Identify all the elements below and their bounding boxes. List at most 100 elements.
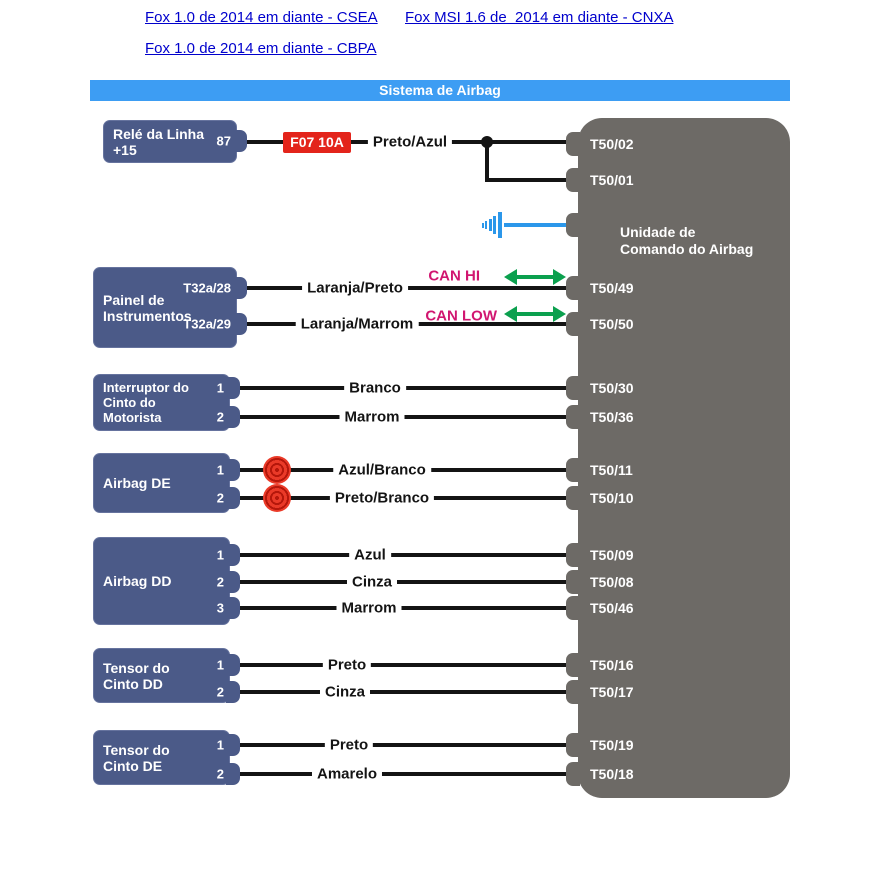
terminal-t50-19: T50/19 <box>590 737 634 753</box>
link-fox-cbpa[interactable]: Fox 1.0 de 2014 em diante - CBPA <box>145 40 377 57</box>
terminal-t50-16: T50/16 <box>590 657 634 673</box>
wire-label-preto-3: Preto <box>324 736 374 754</box>
instrument-panel-box: Painel de Instrumentos <box>93 267 237 348</box>
squib-icon-2 <box>263 484 291 512</box>
airbag-dd-pin-notch-3 <box>226 597 240 619</box>
belt-switch-pin-2: 2 <box>216 409 224 425</box>
belt-switch-pin-notch-2 <box>226 406 240 428</box>
ground-icon-bar5 <box>482 223 484 228</box>
terminal-t50-17: T50/17 <box>590 684 634 700</box>
airbag-dd-pin-3: 3 <box>216 600 224 616</box>
ecu-notch-t50-17 <box>566 680 580 704</box>
link-fox-csea[interactable]: Fox 1.0 de 2014 em diante - CSEA <box>145 9 378 26</box>
instrument-panel-label: Painel de Instrumentos <box>103 291 192 324</box>
ecu-notch-t50-02 <box>566 132 580 156</box>
tensor-de-pin-2: 2 <box>216 766 224 782</box>
terminal-t50-18: T50/18 <box>590 766 634 782</box>
ecu-notch-t50-08 <box>566 570 580 594</box>
can-hi-arrow-icon <box>504 269 566 285</box>
diagram-title: Sistema de Airbag <box>379 82 501 98</box>
terminal-t50-08: T50/08 <box>590 574 634 590</box>
wire-label-preto-azul: Preto/Azul <box>367 133 453 151</box>
terminal-t50-49: T50/49 <box>590 280 634 296</box>
terminal-t50-10: T50/10 <box>590 490 634 506</box>
ecu-notch-t50-30 <box>566 376 580 400</box>
wire-branch-to-t50-01 <box>485 178 570 182</box>
ground-icon-bar3 <box>489 219 492 231</box>
driver-belt-switch-box: Interruptor do Cinto do Motorista <box>93 374 230 431</box>
tensor-de-pin-notch-1 <box>226 734 240 756</box>
ecu-notch-t50-01 <box>566 168 580 192</box>
ecu-notch-t50-11 <box>566 458 580 482</box>
airbag-dd-pin-1: 1 <box>216 547 224 563</box>
tensor-dd-pin-1: 1 <box>216 657 224 673</box>
ecu-notch-ground <box>566 213 580 237</box>
ground-icon-bar2 <box>493 216 496 234</box>
ecu-notch-t50-50 <box>566 312 580 336</box>
wire-label-azul-branco: Azul/Branco <box>333 461 431 479</box>
wire-label-laranja-marrom: Laranja/Marrom <box>295 315 419 333</box>
wire-marrom-2 <box>238 606 570 610</box>
tensor-dd-pin-notch-2 <box>226 681 240 703</box>
wire-preto-2 <box>238 663 570 667</box>
wire-label-marrom-2: Marrom <box>336 599 402 617</box>
relay-line-15-label: Relé da Linha +15 <box>113 125 205 158</box>
driver-belt-switch-label: Interruptor do Cinto do Motorista <box>103 380 189 425</box>
ecu-notch-t50-10 <box>566 486 580 510</box>
tensor-dd-pin-notch-1 <box>226 654 240 676</box>
airbag-de-pin-notch-2 <box>226 487 240 509</box>
wire-branch-vertical <box>485 140 489 182</box>
wire-label-azul: Azul <box>349 546 391 564</box>
relay-line-15-box: Relé da Linha +15 <box>103 120 237 163</box>
relay-pin-87: 87 <box>216 133 231 149</box>
terminal-t50-46: T50/46 <box>590 600 634 616</box>
airbag-de-label: Airbag DE <box>103 475 171 491</box>
wire-preto-3 <box>238 743 570 747</box>
airbag-dd-pin-2: 2 <box>216 574 224 590</box>
tensor-de-pin-notch-2 <box>226 763 240 785</box>
ecu-notch-t50-49 <box>566 276 580 300</box>
ecu-notch-t50-36 <box>566 405 580 429</box>
wire-label-laranja-preto: Laranja/Preto <box>302 279 408 297</box>
belt-switch-pin-1: 1 <box>216 380 224 396</box>
airbag-de-pin-notch-1 <box>226 459 240 481</box>
wire-preto-azul <box>351 140 570 144</box>
panel-pin-notch-1 <box>233 277 247 299</box>
diagram-title-bar: Sistema de Airbag <box>90 80 790 101</box>
wire-azul <box>238 553 570 557</box>
ground-icon <box>498 212 502 238</box>
can-hi-label: CAN HI <box>428 267 480 285</box>
airbag-de-pin-2: 2 <box>216 490 224 506</box>
panel-pin-t32a-29: T32a/29 <box>183 316 231 332</box>
ecu-notch-t50-19 <box>566 733 580 757</box>
terminal-t50-36: T50/36 <box>590 409 634 425</box>
tensor-dd-pin-2: 2 <box>216 684 224 700</box>
relay-pin-notch <box>233 130 247 152</box>
airbag-dd-pin-notch-2 <box>226 571 240 593</box>
wire-label-preto-2: Preto <box>322 656 372 674</box>
ecu-notch-t50-18 <box>566 762 580 786</box>
tensor-cinto-de-label: Tensor do Cinto DE <box>103 741 170 774</box>
ecu-notch-t50-16 <box>566 653 580 677</box>
can-low-label: CAN LOW <box>425 307 497 325</box>
tensor-cinto-de-box: Tensor do Cinto DE <box>93 730 230 785</box>
wire-label-cinza-1: Cinza <box>346 573 398 591</box>
junction-dot <box>481 136 493 148</box>
fuse-f07-10a: F07 10A <box>283 132 351 153</box>
wire-label-branco: Branco <box>344 379 406 397</box>
airbag-dd-box: Airbag DD <box>93 537 230 625</box>
ecu-notch-t50-09 <box>566 543 580 567</box>
wire-label-preto-branco: Preto/Branco <box>329 489 435 507</box>
ecu-notch-t50-46 <box>566 596 580 620</box>
airbag-dd-pin-notch-1 <box>226 544 240 566</box>
link-fox-cnxa[interactable]: Fox MSI 1.6 de 2014 em diante - CNXA <box>405 9 674 26</box>
wire-cinza-2 <box>238 690 570 694</box>
airbag-de-box: Airbag DE <box>93 453 230 513</box>
terminal-t50-09: T50/09 <box>590 547 634 563</box>
squib-icon-1 <box>263 456 291 484</box>
tensor-de-pin-1: 1 <box>216 737 224 753</box>
terminal-t50-30: T50/30 <box>590 380 634 396</box>
wire-relay-to-fuse <box>245 140 285 144</box>
belt-switch-pin-notch-1 <box>226 377 240 399</box>
